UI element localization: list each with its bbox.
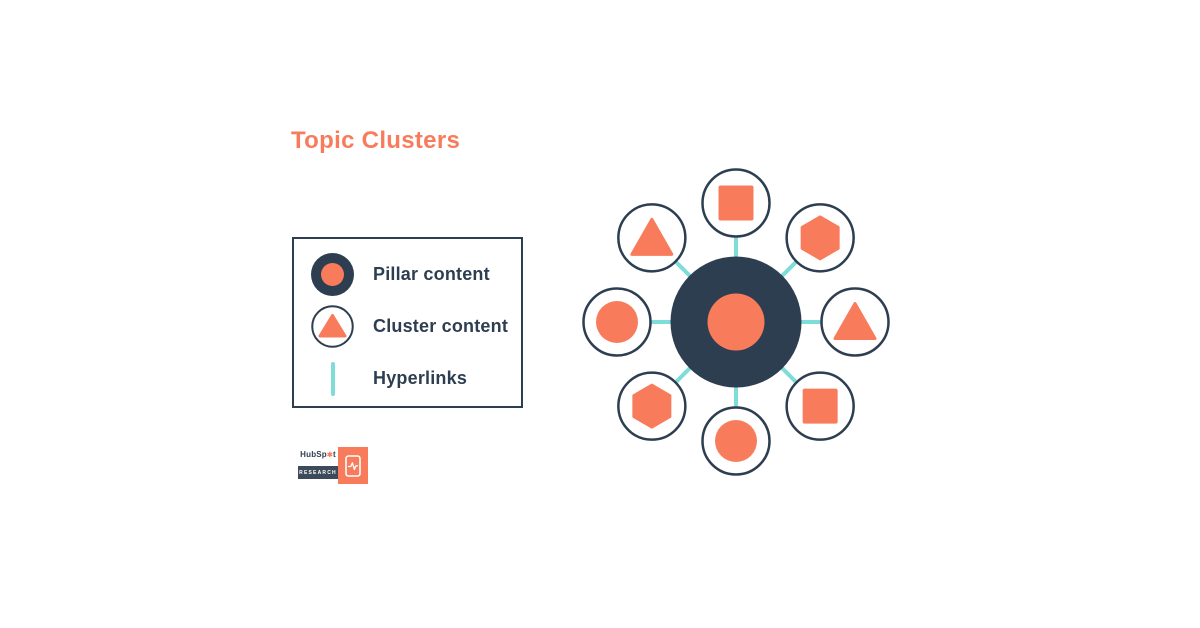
cluster-node-right [820,287,890,357]
pillar-hub-inner-circle-icon [707,293,765,351]
circle-icon [596,301,638,343]
page-title: Topic Clusters [291,127,461,154]
cluster-node-top-right [785,203,855,273]
cluster-node-bottom-left [617,371,687,441]
cluster-node-top-left [617,203,687,273]
cluster-node-bottom [701,406,771,476]
hexagon-icon [800,215,840,261]
report-tile [338,447,368,484]
cluster-circle-triangle-icon [311,305,354,348]
square-icon [718,185,754,221]
hubspot-research-logo: HubSp✱t RESEARCH [298,447,368,484]
legend-label-hyperlinks: Hyperlinks [373,368,468,388]
report-document-icon [345,454,361,477]
hubspot-wordmark: HubSp✱t [300,450,336,460]
pillar-inner-circle [321,263,344,286]
legend-row-pillar: Pillar content [311,253,521,296]
triangle-icon [833,302,877,340]
cluster-node-bottom-right [785,371,855,441]
legend-label-pillar: Pillar content [373,264,490,284]
hubspot-sprocket-icon: ✱ [326,452,333,459]
hyperlink-line-icon [311,357,354,400]
hubspot-logo-left: HubSp✱t RESEARCH [298,450,338,479]
wordmark-suffix: t [332,450,336,459]
legend-box: Pillar content Cluster content Hyperlink… [292,237,523,408]
triangle-icon [630,217,674,256]
wordmark-prefix: HubSp [300,450,327,459]
research-badge: RESEARCH [298,466,338,479]
legend-row-hyperlinks: Hyperlinks [311,357,521,400]
cluster-node-left [582,287,652,357]
circle-icon [715,420,757,462]
legend-label-cluster: Cluster content [373,316,509,336]
pillar-content-icon [311,253,354,296]
square-icon [802,388,838,424]
hexagon-icon [632,383,672,429]
cluster-node-top [701,168,771,238]
pillar-outer-circle [311,253,354,296]
hyperlink-bar [330,361,335,396]
legend-row-cluster: Cluster content [311,305,521,348]
topic-cluster-diagram [582,168,890,476]
cluster-content-icon [311,305,354,348]
